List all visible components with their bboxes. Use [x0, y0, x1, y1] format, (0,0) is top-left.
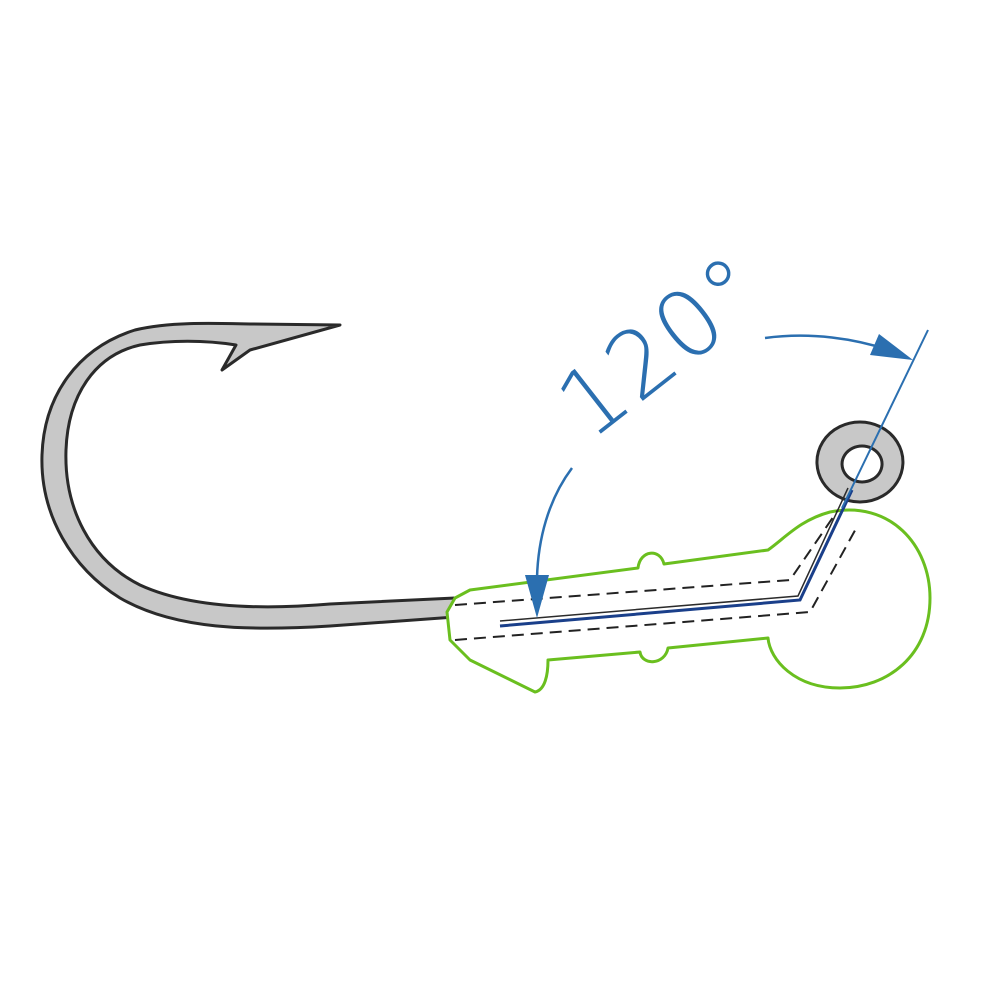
dimension-arc-left — [535, 467, 574, 579]
dimension-arrow-left — [525, 575, 549, 618]
jig-head — [445, 508, 932, 694]
hidden-wire-lower — [454, 524, 859, 641]
wire-centerline-shadow — [499, 487, 849, 622]
line-eye — [815, 420, 905, 504]
wire-centerline — [499, 489, 854, 628]
hook-body — [40, 321, 457, 630]
dimension-extension-line — [841, 329, 929, 509]
dimension-arrow-right — [870, 334, 913, 360]
angle-label: 120° — [538, 234, 785, 460]
